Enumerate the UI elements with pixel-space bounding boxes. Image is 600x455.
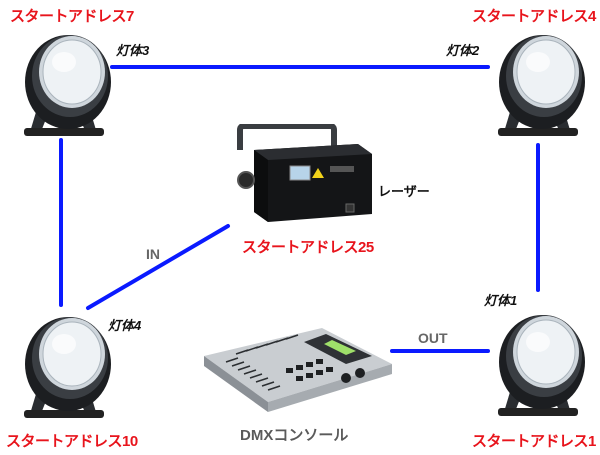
led-par-light-icon: [486, 304, 586, 424]
laser-projector-icon: [226, 124, 376, 232]
port-in-label: IN: [146, 246, 160, 262]
cable-fixture4-laser: [88, 226, 228, 308]
port-out-label: OUT: [418, 330, 448, 346]
fixture-label: 灯体2: [446, 40, 479, 59]
fixture-label: 灯体1: [484, 290, 517, 309]
start-address-label: スタートアドレス4: [472, 5, 596, 26]
led-par-light-icon: [486, 24, 586, 144]
fixture-label: 灯体4: [108, 315, 141, 334]
console-label: DMXコンソール: [240, 424, 348, 445]
laser-label: レーザー: [378, 181, 430, 200]
start-address-label: スタートアドレス25: [242, 236, 374, 257]
led-par-light-icon: [12, 24, 112, 144]
start-address-label: スタートアドレス10: [6, 430, 138, 451]
start-address-label: スタートアドレス1: [472, 430, 596, 451]
start-address-label: スタートアドレス7: [10, 5, 134, 26]
dmx-console-icon: [196, 318, 394, 414]
led-par-light-icon: [12, 306, 112, 426]
fixture-label: 灯体3: [116, 40, 149, 59]
